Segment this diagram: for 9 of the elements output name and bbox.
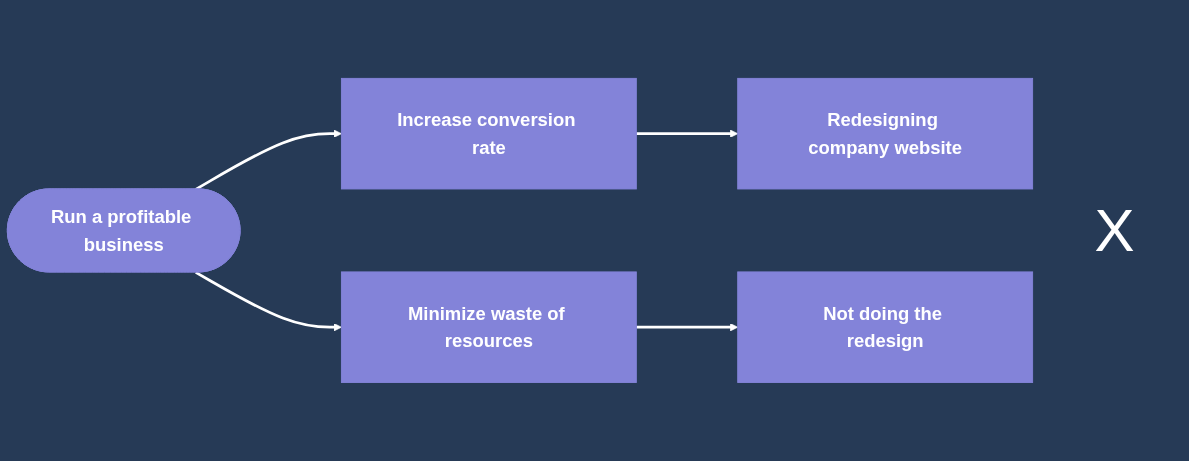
arrow bbox=[636, 129, 739, 138]
node-box: Not doing the redesign bbox=[737, 271, 1034, 383]
node-box: Increase conversion rate bbox=[340, 78, 637, 190]
node-box: Redesigning company website bbox=[737, 78, 1034, 190]
arrow bbox=[195, 271, 342, 332]
node-box: Minimize waste of resources bbox=[340, 271, 637, 383]
arrow bbox=[636, 323, 739, 332]
arrow bbox=[195, 129, 342, 191]
conflict-mark: X bbox=[1094, 196, 1135, 265]
